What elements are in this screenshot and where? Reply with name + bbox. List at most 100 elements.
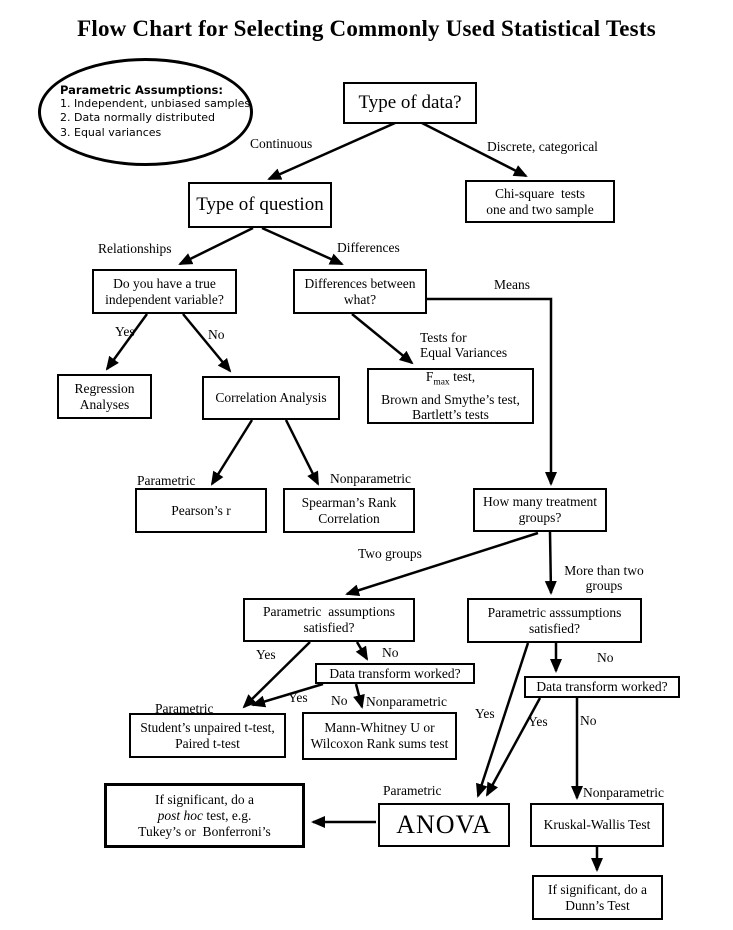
label-more-than-two: More than two: [564, 563, 644, 578]
label-no-param-more: No: [597, 650, 614, 665]
node-type-of-data: Type of data?: [343, 82, 477, 124]
parametric-assumptions-text: Parametric Assumptions: 1. Independent, …: [60, 83, 260, 140]
edge-paramtwo-to-transformtwo: [355, 641, 369, 661]
edge-correlation-to-spearman: [284, 419, 320, 486]
node-mann-whitney: Mann-Whitney U or Wilcoxon Rank sums tes…: [302, 712, 457, 760]
edge-data-to-question: [267, 121, 396, 181]
node-ttest-line1: Student’s unpaired t-test,: [140, 719, 275, 735]
node-param-two-line2: satisfied?: [303, 620, 355, 635]
edge-transformtwo-to-mannwhitney: [353, 683, 365, 709]
label-discrete-categorical: Discrete, categorical: [487, 139, 598, 154]
label-no-transform-more: No: [580, 713, 597, 728]
node-diff-between-line1: Differences between: [304, 275, 416, 291]
node-how-many-line2: groups?: [518, 510, 562, 525]
label-nonparametric-two: Nonparametric: [366, 694, 447, 709]
node-chi-square: Chi-square tests one and two sample: [465, 180, 615, 223]
edge-question-to-diffbetween: [261, 226, 344, 266]
oval-heading: Parametric Assumptions:: [60, 83, 223, 97]
label-yes-param-two: Yes: [256, 647, 276, 662]
node-param-two-line1: Parametric assumptions: [263, 604, 395, 619]
node-how-many-treatment-groups: How many treatment groups?: [473, 488, 607, 532]
label-relationships: Relationships: [98, 241, 172, 256]
label-yes-iv: Yes: [115, 324, 135, 339]
edge-diffbetween-to-variancetests: [351, 313, 414, 365]
node-students-t-test: Student’s unpaired t-test, Paired t-test: [129, 713, 286, 758]
node-posthoc-line1: If significant, do a: [155, 791, 254, 807]
edge-transformmore-to-anova: [485, 697, 542, 797]
label-means: Means: [494, 277, 530, 292]
node-ttest-line2: Paired t-test: [175, 735, 240, 751]
node-differences-between-what: Differences between what?: [293, 269, 427, 314]
oval-item-3: 3. Equal variances: [60, 125, 162, 139]
node-dunns-test: If significant, do a Dunn’s Test: [532, 875, 663, 920]
node-true-iv-line2: independent variable?: [105, 291, 224, 307]
label-nonparametric-kruskal: Nonparametric: [583, 785, 664, 800]
label-equal-variances: Equal Variances: [420, 345, 508, 360]
node-mann-whitney-line2: Wilcoxon Rank sums test: [310, 736, 449, 751]
label-more-than-two-groups: More than two groups: [556, 563, 652, 593]
node-dunns-line1: If significant, do a: [548, 881, 647, 897]
edge-data-to-chisquare: [421, 121, 528, 178]
node-true-iv-line1: Do you have a true: [113, 275, 216, 291]
node-spearmans-rank: Spearman’s Rank Correlation: [283, 488, 415, 533]
node-diff-between-line2: what?: [343, 291, 377, 307]
parametric-assumptions-oval: [38, 58, 253, 166]
fmax-rest: test,: [449, 369, 476, 385]
label-nonparametric-correlation: Nonparametric: [330, 471, 411, 486]
label-no-transform-two: No: [331, 693, 348, 708]
oval-item-1: 1. Independent, unbiased samples: [60, 97, 251, 111]
node-true-independent-variable: Do you have a true independent variable?: [92, 269, 237, 314]
label-differences: Differences: [337, 240, 400, 255]
node-parametric-assumptions-two-groups: Parametric assumptions satisfied?: [243, 598, 415, 642]
label-no-param-two: No: [382, 645, 399, 660]
posthoc-italic: post hoc: [157, 807, 203, 823]
label-no-iv: No: [208, 327, 225, 342]
label-parametric-two: Parametric: [155, 701, 214, 716]
page-title: Flow Chart for Selecting Commonly Used S…: [77, 16, 656, 41]
node-spearman-line1: Spearman’s Rank: [301, 494, 397, 510]
edge-transformtwo-to-ttest: [251, 682, 324, 708]
edge-diffbetween-to-howmany: [427, 297, 557, 486]
node-correlation-analysis: Correlation Analysis: [202, 376, 340, 420]
node-pearsons-r: Pearson’s r: [135, 488, 267, 533]
node-dunns-line2: Dunn’s Test: [565, 897, 630, 913]
label-yes-transform-more: Yes: [528, 714, 548, 729]
node-param-more-line2: satisfied?: [529, 620, 580, 636]
node-regression-analyses: Regression Analyses: [57, 374, 152, 419]
node-type-of-question: Type of question: [188, 182, 332, 228]
node-chi-square-line2: one and two sample: [486, 201, 594, 217]
node-kruskal-text: Kruskal-Wallis Test: [543, 817, 651, 832]
edge-question-to-trueiv: [178, 226, 254, 266]
edge-trueiv-to-regression: [105, 313, 149, 371]
node-type-of-question-text: Type of question: [196, 194, 324, 215]
node-data-transform-two: Data transform worked?: [315, 663, 475, 684]
node-pearson-text: Pearson’s r: [171, 502, 231, 518]
edge-howmany-to-parammore: [544, 531, 557, 595]
label-parametric-anova: Parametric: [383, 783, 442, 798]
node-posthoc-line2: post hoc test, e.g.: [158, 808, 252, 824]
fmax-f: F: [425, 369, 434, 385]
oval-item-2: 2. Data normally distributed: [60, 111, 216, 125]
node-anova-text: ANOVA: [396, 810, 492, 839]
node-correlation-text: Correlation Analysis: [215, 390, 327, 405]
node-mann-whitney-line1: Mann-Whitney U or: [324, 720, 435, 735]
node-data-transform-more: Data transform worked?: [524, 676, 680, 698]
node-parametric-assumptions-more-groups: Parametric asssumptions satisfied?: [467, 598, 642, 643]
node-variance-tests-line1: Fmax test,: [426, 369, 475, 391]
node-variance-tests-line3: Bartlett’s tests: [412, 407, 489, 423]
node-variance-tests-line2: Brown and Smythe’s test,: [381, 391, 520, 407]
node-type-of-data-text: Type of data?: [358, 92, 462, 113]
label-yes-param-more: Yes: [475, 706, 495, 721]
node-how-many-line1: How many treatment: [483, 494, 597, 509]
label-continuous: Continuous: [250, 136, 313, 151]
label-tests-for: Tests for: [420, 330, 467, 345]
label-more-than-two-2: groups: [585, 578, 623, 593]
node-transform-two-text: Data transform worked?: [329, 665, 461, 681]
node-param-more-line1: Parametric asssumptions: [487, 604, 622, 620]
node-spearman-line2: Correlation: [318, 510, 380, 526]
node-anova: ANOVA: [378, 803, 510, 847]
edge-correlation-to-pearson: [210, 419, 254, 486]
node-posthoc-line3: Tukey’s or Bonferroni’s: [138, 823, 271, 839]
